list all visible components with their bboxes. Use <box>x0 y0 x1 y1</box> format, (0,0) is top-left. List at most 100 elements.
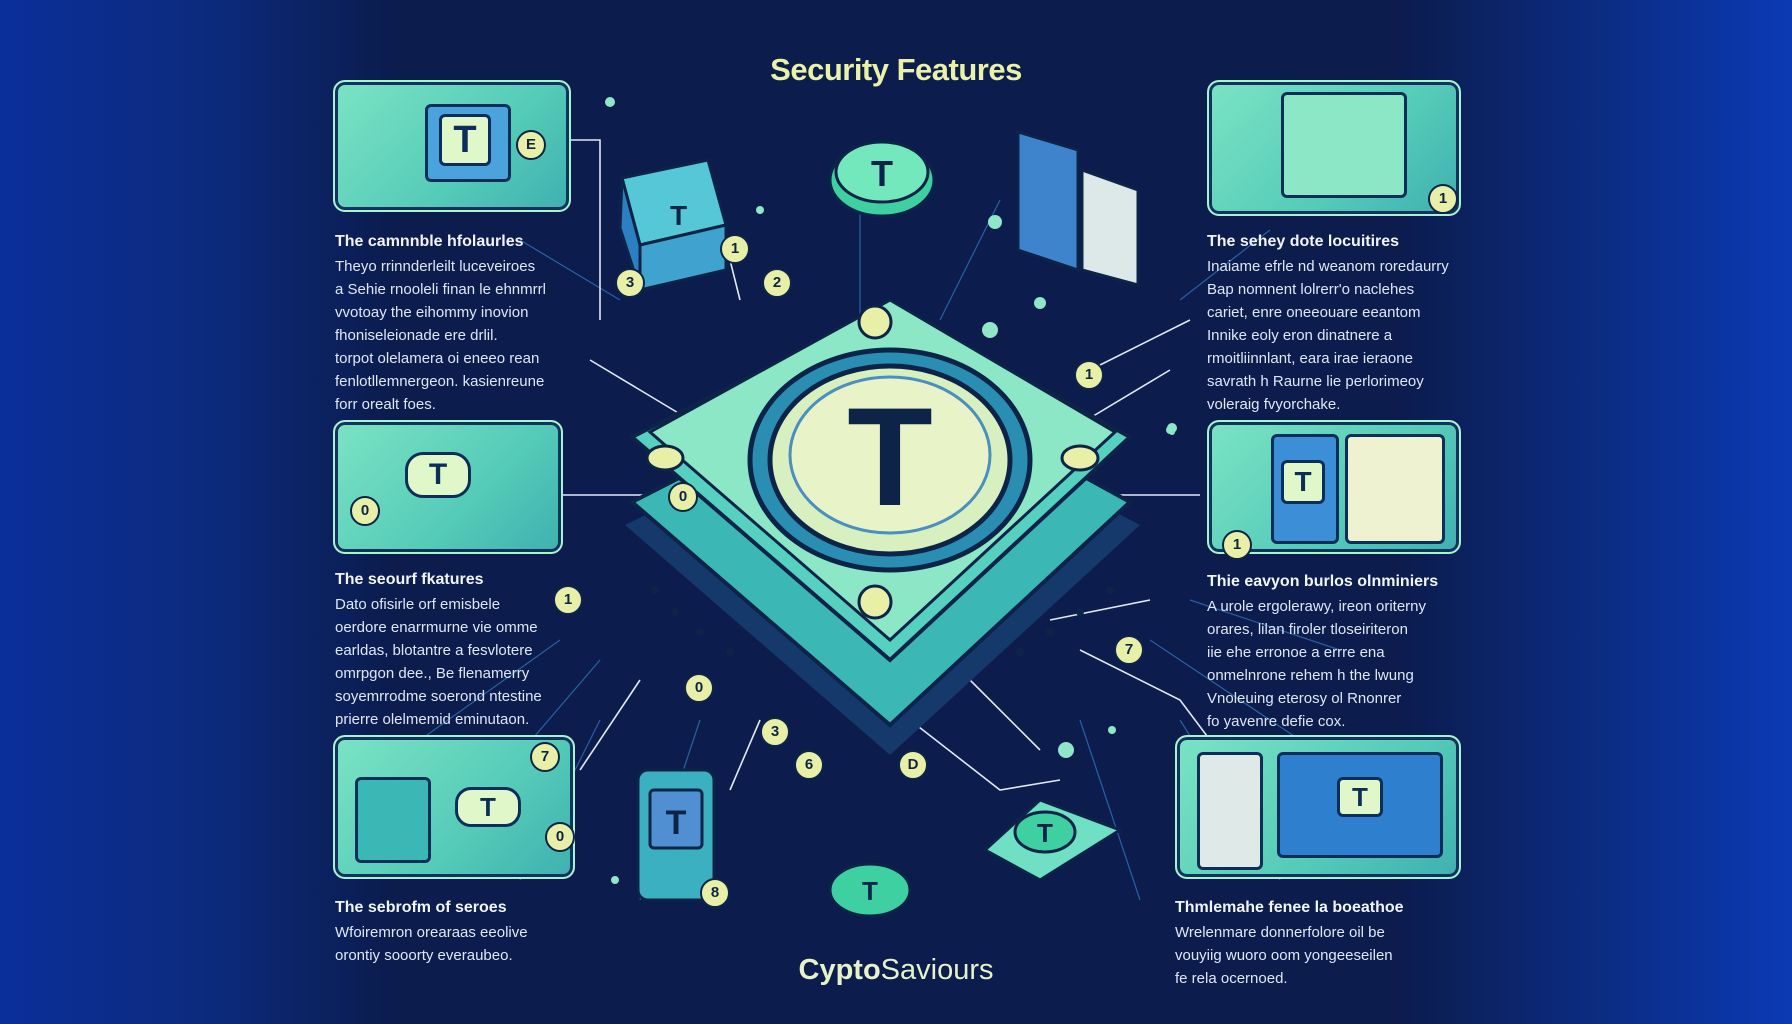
block-line: Innike eoly eron dinatnere a <box>1207 327 1393 344</box>
marker-7a: 7 <box>530 742 560 772</box>
text-block-top-left: The camnnble hfolaurles Theyo rrinnderle… <box>335 230 546 416</box>
panel-middle-right: T <box>1207 420 1461 554</box>
center-t-logo: T <box>847 378 933 535</box>
block-line: Theyo rrinnderleilt luceveiroes <box>335 258 536 275</box>
marker-1c: 1 <box>1222 530 1252 560</box>
coin-bottom <box>828 862 912 918</box>
panel-badge-bl: T <box>455 787 521 827</box>
block-line: forr orealt foes. <box>335 396 436 413</box>
block-line: rmoitliinnlant, eara irae ieraone <box>1207 350 1413 367</box>
block-heading: The sehey dote locuitires <box>1207 233 1400 250</box>
block-line: vvotoay the eihommy inovion <box>335 304 529 321</box>
panel-badge-ml: T <box>405 452 471 498</box>
block-line: oerdore enarrmurne vie omme <box>335 619 538 636</box>
block-line: fe rela ocernoed. <box>1175 970 1288 987</box>
block-line: voleraig fvyorchake. <box>1207 396 1341 413</box>
text-block-middle-left: The seourf fkatures Dato ofisirle orf em… <box>335 568 542 731</box>
marker-e: E <box>516 130 546 160</box>
panel-screen <box>355 777 431 863</box>
vent-dot <box>651 586 659 594</box>
marker-0d: 0 <box>684 673 714 703</box>
block-heading: The camnnble hfolaurles <box>335 233 524 250</box>
vent-dot <box>671 608 679 616</box>
block-line: Bap nomnent lolrerr'o naclehes <box>1207 281 1415 298</box>
block-line: fhoniseleionade ere drlil. <box>335 327 498 344</box>
block-line: vouyiig wuoro oom yongeeseilen <box>1175 947 1393 964</box>
document-card-left <box>1016 129 1080 273</box>
marker-1d: 1 <box>553 585 583 615</box>
brand-bold: Cypto <box>798 954 881 986</box>
vent-dot <box>1016 648 1024 656</box>
panel-screen <box>1281 92 1407 198</box>
device-port-bottom <box>857 584 893 620</box>
cube-badge: T <box>670 200 687 231</box>
block-heading: Thmlemahe fenee la boeathoe <box>1175 899 1404 916</box>
vent-dot <box>1046 628 1054 636</box>
marker-8: 8 <box>700 878 730 908</box>
vent-dot <box>696 628 704 636</box>
brand-logo: CyptoSaviours <box>650 954 1142 987</box>
text-block-bottom-left: The sebrofm of seroes Wfoiremron orearaa… <box>335 896 528 967</box>
panel-bottom-right: T <box>1175 735 1461 879</box>
marker-1e: 1 <box>1074 360 1104 390</box>
marker-1a: 1 <box>720 234 750 264</box>
block-heading: Thie eavyon burlos olnminiers <box>1207 573 1439 590</box>
marker-2a: 2 <box>762 268 792 298</box>
panel-bottom-left: T <box>333 735 575 879</box>
vent-dot <box>1106 586 1114 594</box>
panel-badge-mr: T <box>1281 460 1325 504</box>
block-line: Vnoleuing eterosy ol Rnonrer <box>1207 690 1402 707</box>
device-port-top <box>857 304 893 340</box>
svg-text:T: T <box>1037 818 1053 848</box>
block-line: A urole ergolerawy, ireon oriterny <box>1207 598 1426 615</box>
block-line: orares, lilan firoler tloseiriteron <box>1207 621 1408 638</box>
block-line: orontiy sooorty everaubeo. <box>335 947 513 964</box>
marker-d: D <box>898 750 928 780</box>
panel-badge-tl: T <box>439 114 491 166</box>
block-line: earldas, blotantre a fesvlotere <box>335 642 533 659</box>
panel-document <box>1345 434 1445 544</box>
marker-6: 6 <box>794 750 824 780</box>
panel-top-right <box>1207 80 1461 216</box>
brand-rest: Saviours <box>880 954 994 986</box>
block-line: fo yavenre defie cox. <box>1207 713 1346 730</box>
block-line: a Sehie rnooleli finan le ehnmrrl <box>335 281 546 298</box>
svg-text:T: T <box>862 876 878 906</box>
panel-top-left: T <box>333 80 571 212</box>
block-line: fenlotllemnergeon. kasienreune <box>335 373 545 390</box>
block-line: Wfoiremron orearaas eeolive <box>335 924 528 941</box>
marker-7b: 7 <box>1114 635 1144 665</box>
svg-text:T: T <box>871 153 893 194</box>
text-block-middle-right: Thie eavyon burlos olnminiers A urole er… <box>1207 570 1438 733</box>
block-line: iie ehe erronoe a errre ena <box>1207 644 1385 661</box>
marker-1b: 1 <box>1428 184 1458 214</box>
svg-text:T: T <box>666 804 687 842</box>
block-line: torpot olelamera oi eneeo rean <box>335 350 540 367</box>
marker-0b: 0 <box>668 482 698 512</box>
document-card-right <box>1080 167 1140 287</box>
block-line: savrath h Raurne lie perlorimeoy <box>1207 373 1424 390</box>
block-line: soyemrrodme soerond ntestine <box>335 688 542 705</box>
block-heading: The sebrofm of seroes <box>335 899 507 916</box>
block-line: onmelnrone rehem h the lwung <box>1207 667 1414 684</box>
panel-monitor <box>1277 752 1443 858</box>
marker-3b: 3 <box>760 717 790 747</box>
panel-middle-left: T <box>333 420 563 554</box>
device-port-left <box>645 444 685 472</box>
block-heading: The seourf fkatures <box>335 571 484 588</box>
panel-badge-br: T <box>1337 777 1383 817</box>
marker-0c: 0 <box>545 822 575 852</box>
block-line: Inaiame efrle nd weanom roredaurry <box>1207 258 1449 275</box>
device-port-right <box>1060 444 1100 472</box>
block-line: omrpgon dee., Be flenamerry <box>335 665 530 682</box>
page-title: Security Features <box>770 52 1022 87</box>
block-line: prierre olelmemid eminutaon. <box>335 711 530 728</box>
vent-dot <box>726 648 734 656</box>
vent-dot <box>1076 608 1084 616</box>
text-block-bottom-right: Thmlemahe fenee la boeathoe Wrelenmare d… <box>1175 896 1404 990</box>
marker-0a: 0 <box>350 496 380 526</box>
